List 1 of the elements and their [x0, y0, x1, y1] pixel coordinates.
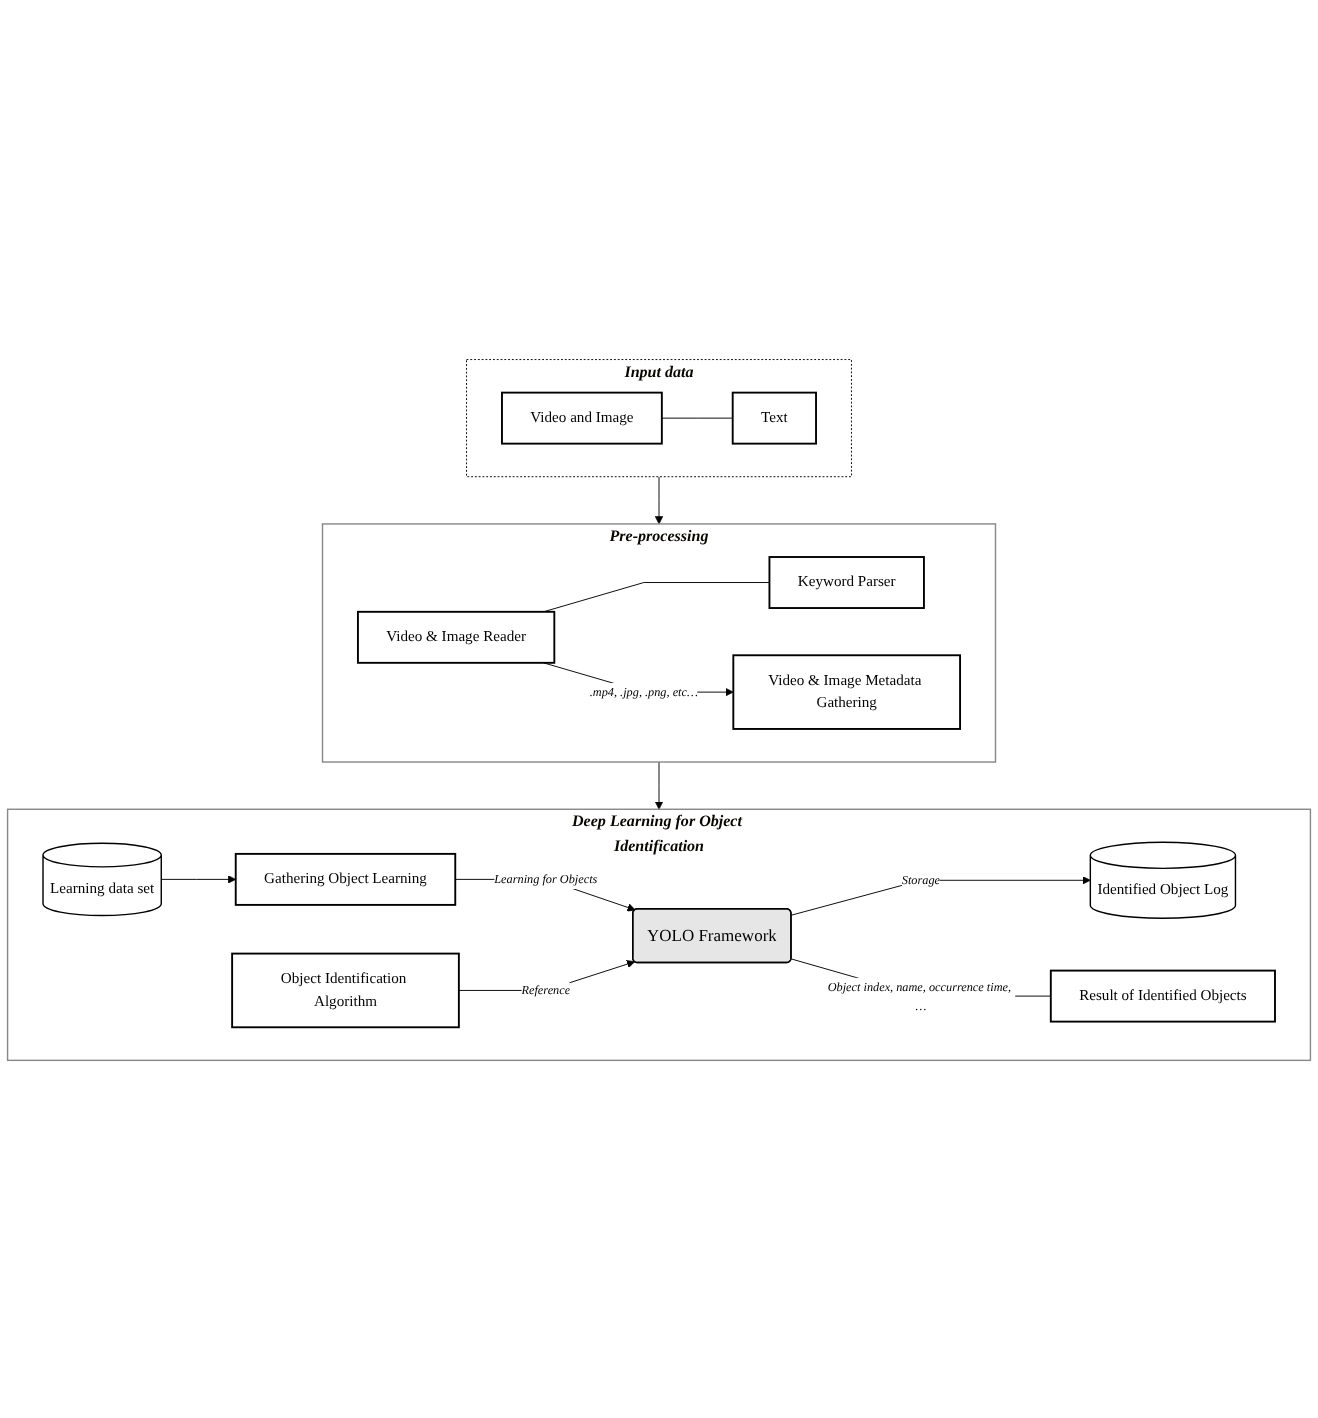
connector [661, 416, 734, 418]
